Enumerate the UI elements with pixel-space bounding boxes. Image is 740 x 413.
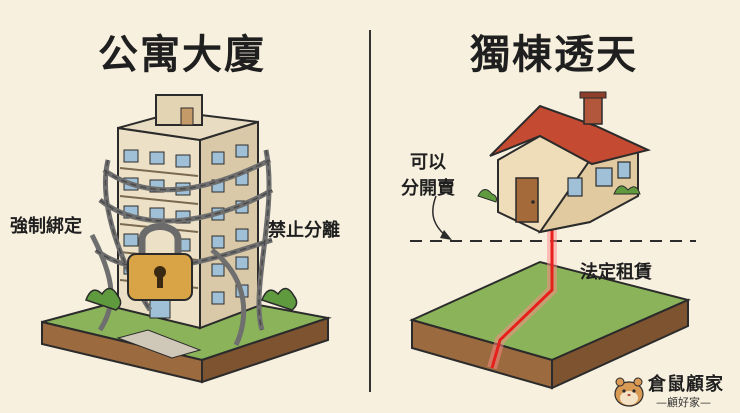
lease-red-line bbox=[487, 220, 557, 370]
padlock bbox=[127, 223, 193, 301]
forced-binding-label: 強制綁定 bbox=[10, 216, 82, 237]
can-sell-separately-label: 可以 分開賣 bbox=[401, 150, 455, 202]
brand-tagline: —顧好家— bbox=[656, 396, 711, 409]
statutory-lease-label: 法定租賃 bbox=[580, 262, 652, 283]
house-land-plot bbox=[409, 260, 692, 390]
brand-logo: 倉鼠顧家 —顧好家— bbox=[612, 370, 736, 410]
hamster-mascot-icon bbox=[614, 377, 644, 407]
can-sell-line1: 可以 bbox=[410, 152, 446, 173]
bushes-left bbox=[85, 287, 298, 311]
no-separation-label: 禁止分離 bbox=[268, 220, 340, 241]
brand-name: 倉鼠顧家 bbox=[648, 374, 724, 395]
house-title: 獨棟透天 bbox=[470, 32, 638, 78]
can-sell-line2: 分開賣 bbox=[401, 178, 455, 199]
apartment-title: 公寓大廈 bbox=[98, 32, 266, 78]
detached-house bbox=[477, 91, 651, 234]
separation-arrow bbox=[432, 195, 447, 237]
center-divider bbox=[369, 30, 371, 392]
